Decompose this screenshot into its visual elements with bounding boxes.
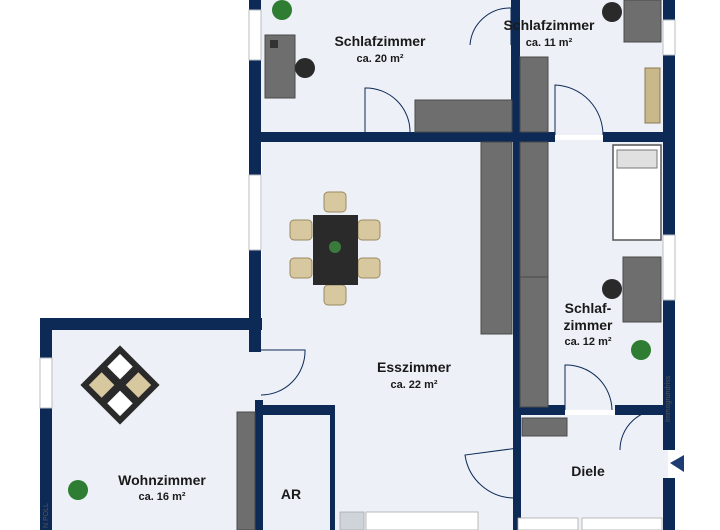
entrance-arrow-icon (670, 455, 684, 472)
stairs (339, 511, 663, 530)
watermark-side-label: Immogrundriss (665, 375, 672, 422)
living-table (80, 345, 160, 425)
door-schlafzimmer-1 (364, 87, 411, 133)
plant-icon (631, 340, 651, 360)
door-entrance (619, 409, 664, 451)
wardrobe-schlafzimmer-3 (519, 141, 549, 278)
room-area-schlafzimmer-2: ca. 11 m² (526, 37, 573, 49)
room-name-esszimmer: Esszimmer (377, 359, 451, 375)
door-diele (464, 447, 519, 499)
desks (264, 0, 662, 323)
room-name-diele: Diele (571, 463, 605, 479)
room-area-esszimmer: ca. 22 m² (390, 379, 437, 391)
wardrobe-schlafzimmer-3b (519, 276, 549, 408)
dining-table (289, 191, 381, 306)
plant-icon (272, 0, 292, 20)
wardrobe-schlafzimmer-2 (519, 56, 549, 133)
shoe-cabinet-diele (521, 417, 568, 437)
room-name-schlafzimmer-2: Schlafzimmer (503, 17, 595, 33)
room-name-schlafzimmer-3-line2: zimmer (563, 317, 613, 333)
corner-label: N POLL (43, 503, 50, 528)
room-name-wohnzimmer: Wohnzimmer (118, 472, 206, 488)
bed (612, 144, 662, 241)
room-name-ar: AR (281, 486, 301, 502)
furniture (236, 56, 568, 530)
room-name-schlafzimmer-1: Schlafzimmer (334, 33, 426, 49)
room-area-wohnzimmer: ca. 16 m² (138, 491, 185, 503)
tv-board-wohnzimmer (236, 411, 256, 530)
plants (68, 0, 651, 500)
wardrobe-schlafzimmer-1 (414, 99, 513, 133)
door-wohnzimmer (260, 349, 306, 396)
plant-icon (68, 480, 88, 500)
windows (39, 9, 676, 409)
doors (260, 7, 664, 499)
room-area-schlafzimmer-3: ca. 12 m² (564, 336, 611, 348)
sideboard-esszimmer (480, 141, 513, 335)
door-schlafzimmer-3b (564, 364, 613, 411)
room-name-schlafzimmer-3-line1: Schlaf- (565, 300, 612, 316)
door-schlafzimmer-2 (469, 7, 512, 46)
door-schlafzimmer-3 (554, 84, 604, 136)
room-area-schlafzimmer-1: ca. 20 m² (356, 53, 403, 65)
